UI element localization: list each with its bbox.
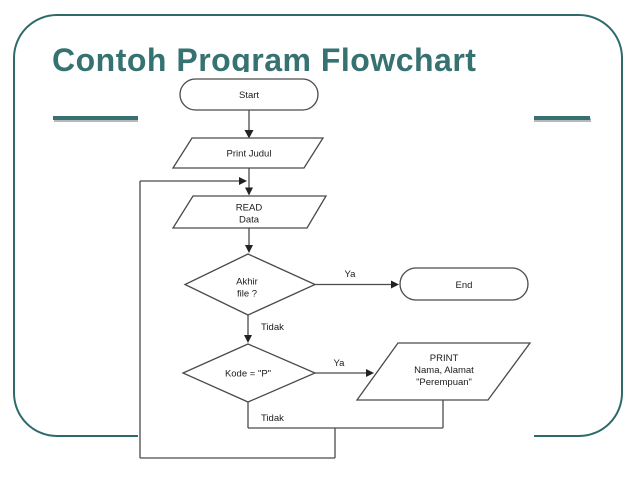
node-akhir-label-line1: Akhir [236, 277, 258, 288]
edge-label-tidak-akhir: Tidak [261, 322, 284, 333]
node-printnama-label-line1: PRINT [430, 353, 459, 364]
flowchart-diagram: Start Print Judul READ Data Akhir file ?… [138, 72, 534, 466]
flow-edge-labels: Ya Tidak Ya Tidak [261, 269, 356, 424]
edge-label-ya-print: Ya [334, 358, 346, 369]
node-printnama-io [355, 342, 532, 401]
arrowhead-into-end [391, 280, 399, 289]
node-akhir-label-line2: file ? [237, 289, 257, 300]
node-printjudul-io [171, 137, 325, 169]
node-end-terminator [399, 267, 529, 301]
node-kode-label: Kode = "P" [225, 369, 271, 380]
flow-connectors [139, 110, 444, 459]
edge-label-tidak-kode: Tidak [261, 413, 284, 424]
arrowhead-into-printnama [366, 369, 374, 377]
node-kode-decision [181, 343, 317, 403]
arrowhead-into-readdata [245, 187, 253, 196]
edge-label-ya-end: Ya [345, 269, 357, 280]
node-start-terminator [179, 78, 319, 111]
node-printjudul-label: Print Judul [227, 149, 272, 160]
node-end-label: End [456, 280, 473, 291]
arrowhead-into-kode [244, 335, 252, 343]
node-akhir-decision [183, 253, 317, 316]
decoration-dash-left [53, 116, 139, 120]
arrowhead-into-akhir [245, 245, 253, 253]
node-start-label: Start [239, 90, 259, 101]
node-readdata-label-line1: READ [236, 203, 263, 214]
node-readdata-io [171, 195, 328, 229]
decoration-dash-right [529, 116, 590, 120]
arrowhead-into-spine [239, 177, 247, 185]
node-printnama-label-line3: "Perempuan" [416, 377, 472, 388]
node-readdata-label-line2: Data [239, 215, 260, 226]
node-printnama-label-line2: Nama, Alamat [414, 365, 474, 376]
arrowhead-into-printjudul [244, 130, 254, 139]
flow-nodes: Start Print Judul READ Data Akhir file ?… [171, 78, 532, 403]
